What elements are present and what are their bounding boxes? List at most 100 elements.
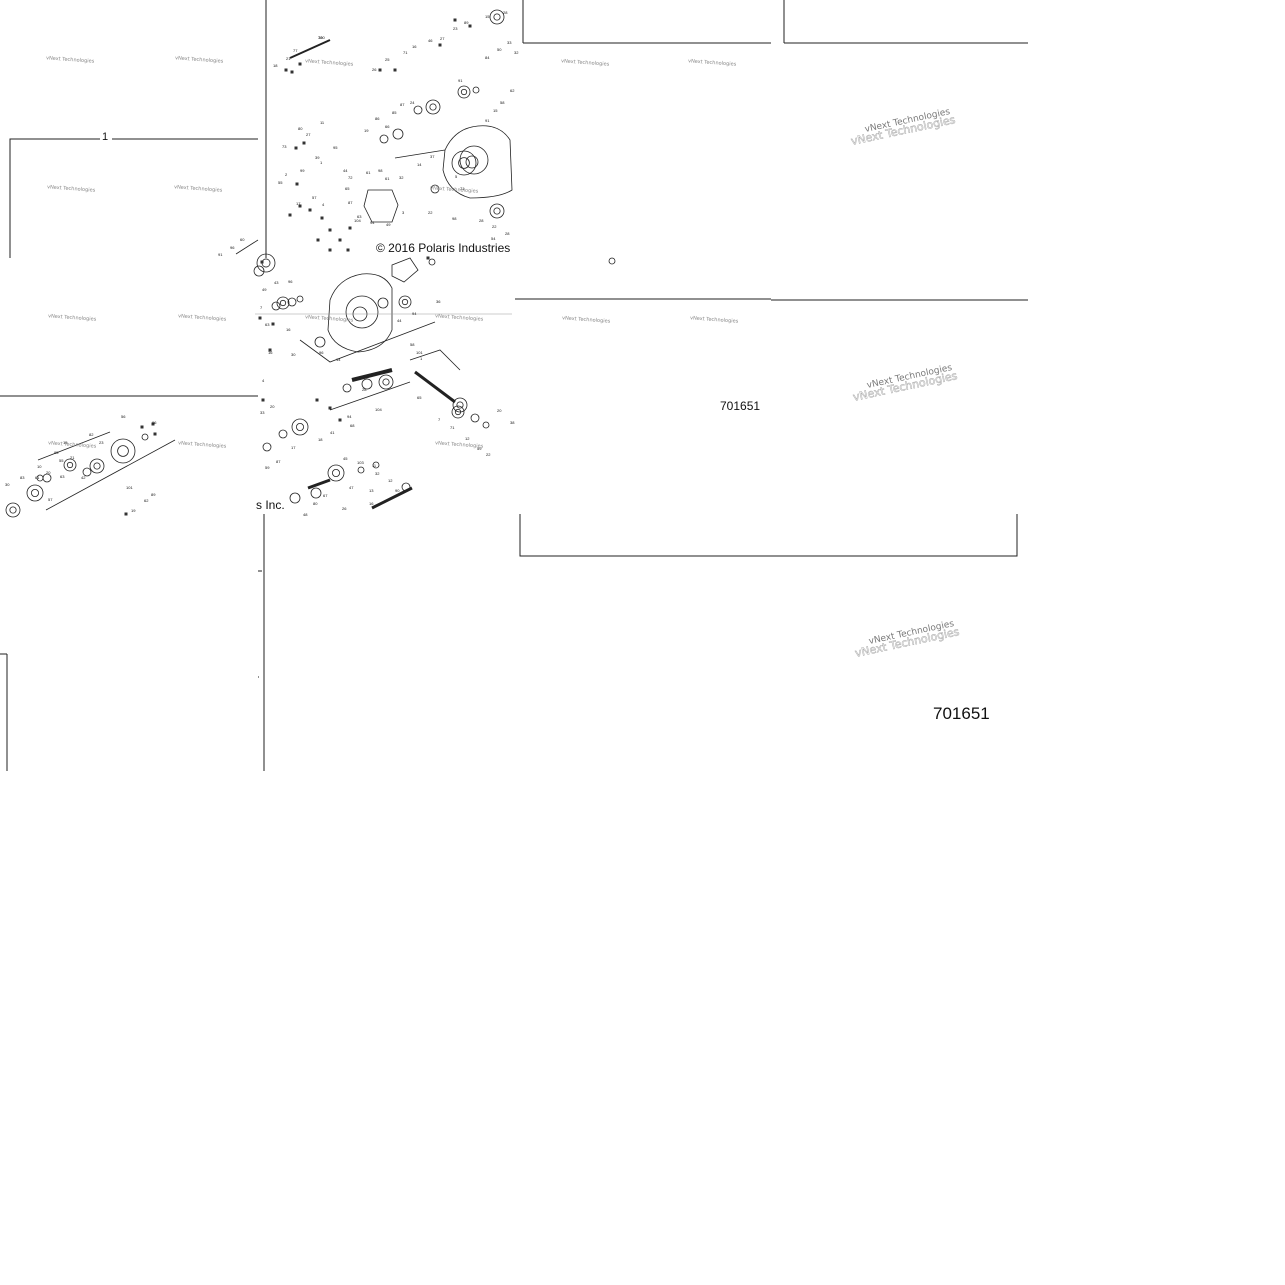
ring-bore [456, 401, 464, 409]
fastener-part [153, 432, 157, 436]
part-number-label: 94 [347, 414, 352, 419]
part-number-label: 59 [265, 465, 270, 470]
part-number-label: 89 [464, 20, 469, 25]
ring-part [425, 99, 441, 115]
shaft-part [414, 370, 456, 404]
ring-part [262, 442, 272, 452]
ring-part [289, 492, 301, 504]
part-number-label: 27 [306, 132, 311, 137]
part-number-label: 55 [59, 458, 64, 463]
ring-part [256, 253, 276, 273]
group-outline [394, 149, 446, 159]
part-number-label: 20 [270, 404, 275, 409]
shaft-part [351, 368, 393, 382]
part-number-label: 95 [333, 145, 338, 150]
part-number-label: 62 [510, 88, 515, 93]
part-number-label: 33 [260, 410, 265, 415]
part-number-label: 90 [395, 488, 400, 493]
part-number-label: 49 [386, 222, 391, 227]
part-number-label: 95 [54, 450, 59, 455]
ring-part [253, 265, 265, 277]
part-number-label: 100 [318, 35, 325, 40]
part-number-label: 19 [364, 128, 369, 133]
ring-part [42, 473, 52, 483]
part-number-label: 94 [412, 311, 417, 316]
part-number-label: 80 [313, 501, 318, 506]
part-number-label: 7 [438, 417, 441, 422]
part-number-label: 86 [375, 116, 380, 121]
ring-part [314, 336, 326, 348]
part-number-label: 11 [320, 120, 325, 125]
part-number-label: 44 [343, 168, 348, 173]
part-number-label: 11 [372, 463, 377, 468]
ring-bore [454, 408, 462, 416]
fastener-part [294, 146, 298, 150]
part-number-label: 78 [318, 35, 323, 40]
group-outline [329, 381, 411, 411]
part-number-label: 61 [366, 170, 371, 175]
frame-bottom-a [519, 514, 771, 557]
ring-part [141, 433, 149, 441]
exploded-parts [5, 9, 616, 518]
ring-part [379, 134, 389, 144]
part-number-label: 36 [436, 299, 441, 304]
part-number-label: 19 [131, 508, 136, 513]
part-number-label: 16 [412, 44, 417, 49]
ring-part [430, 184, 440, 194]
part-number-label: 104 [354, 218, 361, 223]
part-number-label: 63 [357, 214, 362, 219]
part-number-label: 98 [452, 216, 457, 221]
part-number-label: 87 [348, 200, 353, 205]
part-number-label: 18 [273, 63, 278, 68]
part-number-label: 33 [507, 40, 512, 45]
part-number-label: 55 [278, 180, 283, 185]
part-number-label: 25 [385, 57, 390, 62]
part-number-label: 15 [485, 14, 490, 19]
fastener-part [328, 406, 332, 410]
part-number-label: 99 [300, 168, 305, 173]
part-number-label: 32 [375, 471, 380, 476]
part-number-label: 27 [440, 36, 445, 41]
part-number-label: 1 [420, 356, 423, 361]
part-number-label: 16 [268, 350, 273, 355]
part-number-label: 26 [372, 67, 377, 72]
fastener-part [348, 226, 352, 230]
ring-part [451, 150, 477, 176]
ring-part [372, 461, 380, 469]
ring-bore [401, 298, 409, 306]
ring-bore [279, 299, 287, 307]
ring-part [608, 257, 616, 265]
part-number-label: 15 [493, 108, 498, 113]
part-number-label: 96 [230, 245, 235, 250]
part-number-label: 66 [385, 124, 390, 129]
part-number-label: 12 [465, 436, 470, 441]
part-number-label: 65 [417, 395, 422, 400]
fastener-part [260, 260, 264, 264]
fastener-part [468, 24, 472, 28]
leader-line [235, 239, 259, 255]
part-number-label: 96 [152, 420, 157, 425]
bracket-part [391, 257, 419, 283]
cover-plate [363, 189, 399, 223]
part-number-label: 84 [485, 55, 490, 60]
fastener-part [438, 43, 442, 47]
ring-part [296, 295, 304, 303]
ring-part [327, 464, 345, 482]
part-number-label: 15 [63, 440, 68, 445]
part-number-label: 39 [315, 155, 320, 160]
frame-bottom-b [771, 514, 1018, 557]
part-number-label: 73 [282, 144, 287, 149]
part-number-label: 72 [348, 175, 353, 180]
part-number-label: 20 [46, 470, 51, 475]
ring-part [413, 105, 423, 115]
ring-part [271, 301, 281, 311]
ring-part [451, 405, 465, 419]
fastener-part [298, 204, 302, 208]
fastener-part [378, 68, 382, 72]
copyright-text: © 2016 Polaris Industries [376, 241, 511, 255]
part-number-label: 85 [392, 110, 397, 115]
ring-part [472, 86, 480, 94]
ring-part [489, 9, 505, 25]
part-number-label: 71 [403, 50, 408, 55]
part-number-label: 45 [343, 456, 348, 461]
